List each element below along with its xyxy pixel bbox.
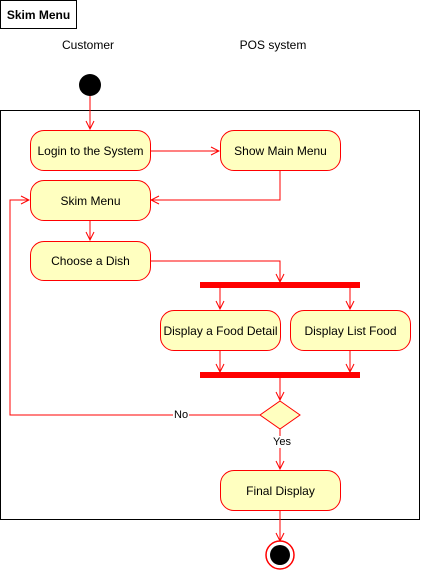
lane-label-customer: Customer — [61, 38, 114, 52]
edge-no-loop — [9, 200, 260, 416]
join-bar — [200, 372, 360, 378]
action-choose-dish: Choose a Dish — [30, 241, 151, 281]
action-skim-menu: Skim Menu — [30, 180, 151, 221]
action-login: Login to the System — [30, 130, 151, 171]
diagram-title: Skim Menu — [0, 0, 77, 29]
action-final-display: Final Display — [220, 470, 341, 511]
initial-node — [79, 74, 101, 96]
lane-label-pos-system: POS system — [239, 38, 307, 52]
fork-bar — [200, 282, 360, 288]
action-display-list-food: Display List Food — [290, 310, 411, 351]
edge-label-no: No — [173, 409, 190, 421]
edge-label-yes: Yes — [272, 436, 292, 448]
action-show-main-menu: Show Main Menu — [220, 130, 341, 171]
final-node-core — [270, 545, 290, 565]
activity-frame — [0, 110, 420, 520]
action-display-food-detail: Display a Food Detail — [160, 310, 281, 351]
edge-choose-to-fork — [150, 260, 280, 282]
decision-node — [259, 400, 301, 430]
edge-main-menu-to-skim-menu — [151, 171, 281, 200]
